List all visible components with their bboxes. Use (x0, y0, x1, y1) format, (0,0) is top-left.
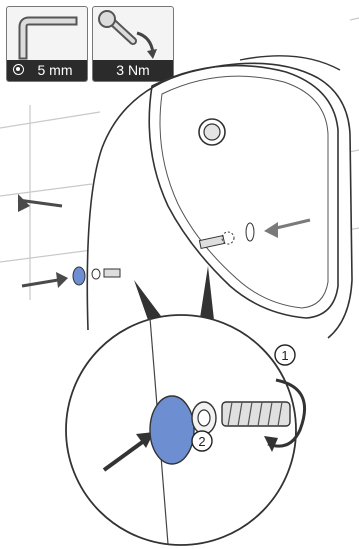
push-arrow-upper-head (18, 194, 30, 212)
threaded-screw (222, 402, 290, 426)
push-arrow-lower (22, 280, 58, 286)
flush-valve-button (204, 124, 220, 140)
washer-inside-bowl (246, 223, 254, 241)
step-1-number: 1 (281, 348, 288, 363)
urinal-body-outline (87, 63, 352, 338)
blue-cover-cap-small (73, 267, 85, 285)
push-arrow-lower-head (56, 272, 68, 288)
washer-small (92, 269, 100, 279)
step-2-number: 2 (198, 434, 205, 449)
blue-cover-cap (150, 396, 194, 464)
screw-small (104, 269, 120, 277)
washer-hole (198, 410, 210, 426)
